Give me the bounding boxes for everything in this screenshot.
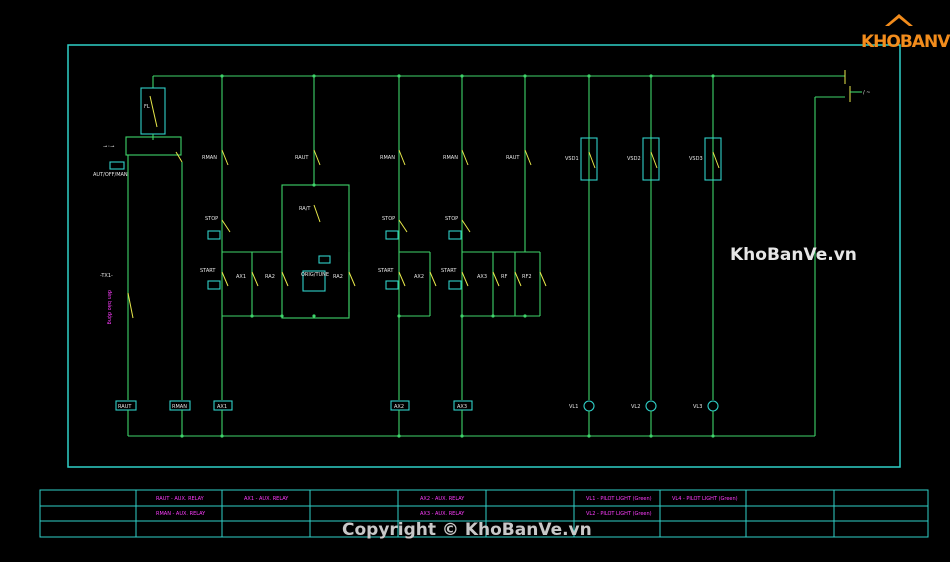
- watermark-copyright: Copyright © KhoBanVe.vn: [342, 520, 592, 540]
- legend-cell-7: AX3 - AUX. RELAY: [420, 511, 465, 517]
- start-contact-symbols: [207, 271, 547, 290]
- contact-label-2: RAUT: [295, 155, 309, 161]
- lamp-symbols: [583, 400, 719, 436]
- pilot-contact-symbols: [588, 151, 720, 169]
- contact-label-5: RAUT: [506, 155, 520, 161]
- pilot-label-1: VSD1: [565, 156, 579, 162]
- stop-button-symbols: [207, 219, 471, 240]
- contact-label-1: RMAN: [202, 155, 217, 161]
- brand-logo: KHOBANVE: [855, 12, 950, 52]
- column-contact-symbols: [221, 149, 532, 166]
- legend-cell-8: VL2 - PILOT LIGHT (Green): [586, 511, 652, 517]
- selector-arrows: ⊸◦⊸: [103, 144, 114, 150]
- timer-label: RA/T: [299, 206, 311, 212]
- start-row-wiring: [222, 251, 541, 317]
- mid-contact-label-5: AX3: [477, 274, 487, 280]
- selector-frame: [125, 136, 182, 156]
- lamp-label-2: VL2: [631, 404, 640, 410]
- timer-tag: [318, 255, 331, 264]
- start-label-3: START: [441, 268, 457, 274]
- stop-label-2: STOP: [382, 216, 395, 222]
- row-junctions: [250, 183, 527, 318]
- supply-note: / ~: [863, 90, 870, 96]
- legend-cell-2: AX1 - AUX. RELAY: [244, 496, 289, 502]
- stop-label-3: STOP: [445, 216, 458, 222]
- mid-contact-label-3: RA2: [333, 274, 343, 280]
- legend-cell-6: RMAN - AUX. RELAY: [156, 511, 206, 517]
- mid-contact-label-7: RF2: [522, 274, 532, 280]
- pilot-box-1: [580, 137, 598, 181]
- coil-label-3: AX1: [217, 404, 227, 410]
- selector-contact: [175, 151, 183, 163]
- coil-label-2: RMAN: [172, 404, 187, 410]
- timer-contact: [313, 204, 321, 223]
- contact-label-4: RMAN: [443, 155, 458, 161]
- fuse-label: -TX1-: [100, 273, 113, 279]
- start-label-1: START: [200, 268, 216, 274]
- selector-tag: [109, 161, 125, 170]
- fuse-tag: FL: [144, 104, 150, 110]
- logo-text: KHOBANVE: [861, 32, 950, 52]
- contact-label-3: RMAN: [380, 155, 395, 161]
- mid-contact-label-1: AX1: [236, 274, 246, 280]
- mid-contact-label-2: RA2: [265, 274, 275, 280]
- timer-block: [281, 184, 350, 319]
- coil-symbols: [115, 400, 473, 436]
- legend-cell-4: VL1 - PILOT LIGHT (Green): [586, 496, 652, 502]
- watermark-middle: KhoBanVe.vn: [730, 245, 857, 265]
- lamp-label-1: VL1: [569, 404, 578, 410]
- pilot-box-3: [704, 137, 722, 181]
- pilot-label-3: VSD3: [689, 156, 703, 162]
- drawing-border: [67, 44, 901, 468]
- bus-junctions: [220, 74, 715, 78]
- legend-columns: [135, 490, 835, 537]
- aux-box-label: ORIG/TUNE: [301, 272, 329, 278]
- fuse-element: [149, 95, 158, 128]
- legend-cell-5: VL4 - PILOT LIGHT (Green): [672, 496, 738, 502]
- mid-contact-label-6: RF: [501, 274, 507, 280]
- mid-contact-label-4: AX2: [414, 274, 424, 280]
- legend-table: [39, 489, 929, 538]
- vertical-annotation: đèn báo động: [106, 290, 113, 324]
- pilot-box-2: [642, 137, 660, 181]
- bottom-junctions: [180, 434, 715, 438]
- lamp-label-3: VL3: [693, 404, 702, 410]
- start-label-2: START: [378, 268, 394, 274]
- stop-label-1: STOP: [205, 216, 218, 222]
- alarm-contact: [127, 292, 134, 319]
- legend-cell-3: AX2 - AUX. RELAY: [420, 496, 465, 502]
- house-icon-inner: [889, 18, 909, 26]
- aux-box: [302, 270, 326, 292]
- coil-label-1: RAUT: [118, 404, 132, 410]
- column-risers: [221, 76, 714, 400]
- selector-label: AUT/OFF/MAN: [93, 172, 128, 178]
- coil-label-4: AX2: [394, 404, 404, 410]
- pilot-label-2: VSD2: [627, 156, 641, 162]
- legend-cell-1: RAUT - AUX. RELAY: [156, 496, 205, 502]
- coil-label-5: AX3: [457, 404, 467, 410]
